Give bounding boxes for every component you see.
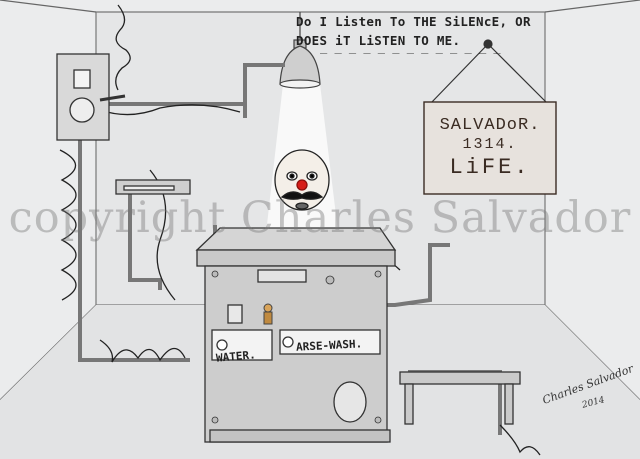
machine — [195, 227, 397, 443]
sign-hanger — [429, 39, 549, 105]
small-figure — [263, 303, 273, 325]
side-bench — [399, 371, 521, 425]
sign-sentence: LiFE. — [449, 155, 531, 180]
sign-number: 1314. — [462, 136, 518, 153]
wires — [59, 4, 541, 456]
caption-underline: _ _ _ _ _ _ _ _ _ _ _ _ _ — [320, 40, 501, 54]
bolts — [211, 270, 382, 424]
sign-board — [423, 101, 557, 195]
sign-name: SALVADoR. — [439, 116, 541, 135]
wall-box — [56, 53, 126, 141]
bald-head — [274, 149, 330, 211]
name-sign: SALVADoR. 1314. LiFE. — [424, 102, 556, 194]
caption-text: Do I Listen To THE SiLENcE, OR DOES iT L… — [296, 14, 531, 48]
copyright-watermark: copyright Charles Salvador — [8, 193, 632, 243]
wall-device — [115, 179, 191, 195]
